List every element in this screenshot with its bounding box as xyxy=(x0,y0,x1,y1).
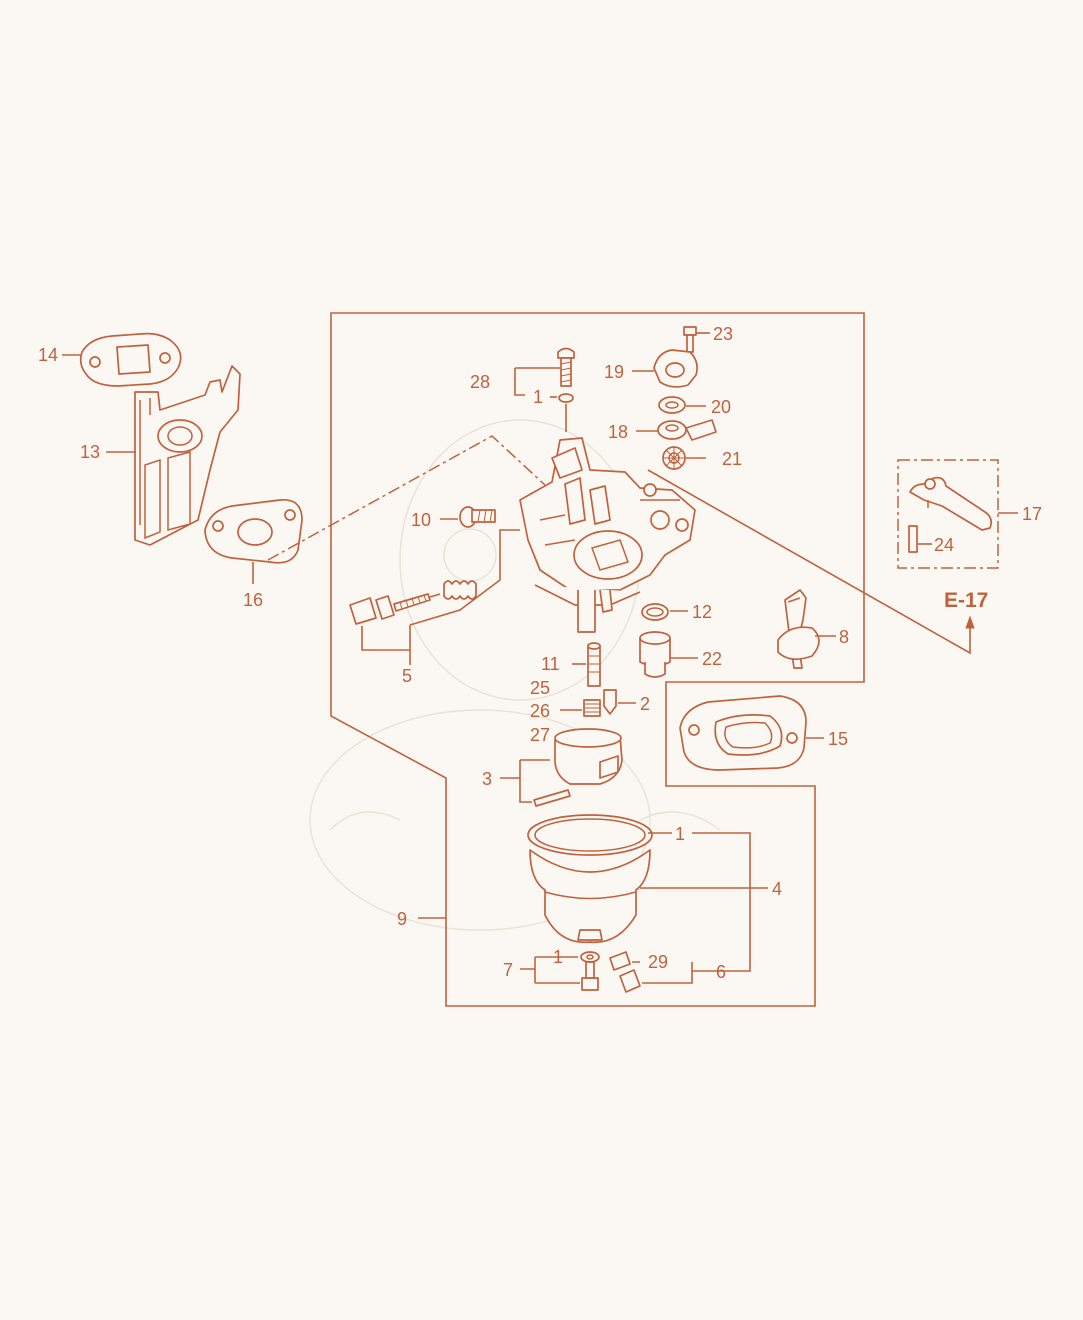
leader-5 xyxy=(361,529,520,665)
part-22-plug[interactable] xyxy=(639,631,671,678)
part-2-float-needle[interactable] xyxy=(603,689,617,715)
part-24-pin[interactable] xyxy=(908,525,918,553)
part-1-bowl-gasket[interactable] xyxy=(527,814,653,856)
part-1-washer-top[interactable] xyxy=(558,393,574,403)
part-7-drain-screw[interactable] xyxy=(581,961,599,991)
part-11-jet-holder[interactable] xyxy=(587,642,601,687)
leader-29 xyxy=(632,961,712,984)
part-3-float[interactable] xyxy=(533,728,623,807)
part-19-cover[interactable] xyxy=(653,349,698,388)
leader-e17 xyxy=(647,469,971,655)
part-23-screw[interactable] xyxy=(683,326,697,353)
part-17-choke-lever[interactable] xyxy=(909,476,993,531)
part-13-insulator[interactable] xyxy=(134,365,241,546)
part-4-float-bowl[interactable] xyxy=(529,849,651,944)
label-4: 4 xyxy=(772,879,782,899)
label-1c: 1 xyxy=(553,947,563,967)
part-28-screw[interactable] xyxy=(557,347,575,387)
part-26-jet[interactable] xyxy=(583,699,601,717)
part-20-seal[interactable] xyxy=(658,396,686,414)
choke-box xyxy=(897,459,999,569)
label-1a: 1 xyxy=(533,387,543,407)
carburetor-body[interactable] xyxy=(519,437,696,633)
label-7: 7 xyxy=(503,960,513,980)
label-11: 11 xyxy=(541,654,560,674)
part-12-o-ring[interactable] xyxy=(641,603,669,621)
part-16-gasket[interactable] xyxy=(204,499,303,564)
leader-3 xyxy=(500,759,550,803)
label-10: 10 xyxy=(411,510,431,530)
part-10-screw[interactable] xyxy=(459,506,496,528)
part-18-lever[interactable] xyxy=(657,419,717,441)
label-24: 24 xyxy=(934,535,954,555)
label-16: 16 xyxy=(243,590,263,610)
label-6: 6 xyxy=(716,962,726,982)
part-8-choke-shaft[interactable] xyxy=(777,589,820,669)
label-28: 28 xyxy=(470,372,490,392)
label-1b: 1 xyxy=(675,824,685,844)
part-labels: 14 13 16 28 1 10 5 23 19 20 18 21 12 22 … xyxy=(38,324,1042,982)
assembly-frame xyxy=(330,312,865,1007)
label-19: 19 xyxy=(604,362,624,382)
label-25: 25 xyxy=(530,678,550,698)
label-27: 27 xyxy=(530,725,550,745)
part-15-gasket[interactable] xyxy=(679,695,807,771)
label-20: 20 xyxy=(711,397,731,417)
reference-e17[interactable]: E-17 xyxy=(944,589,988,612)
leader-7 xyxy=(520,956,580,984)
label-17: 17 xyxy=(1022,504,1042,524)
label-9: 9 xyxy=(397,909,407,929)
label-18: 18 xyxy=(608,422,628,442)
leader-6 xyxy=(692,832,751,972)
label-12: 12 xyxy=(692,602,712,622)
label-26: 26 xyxy=(530,701,550,721)
label-22: 22 xyxy=(702,649,722,669)
label-15: 15 xyxy=(828,729,848,749)
label-13: 13 xyxy=(80,442,100,462)
part-14-gasket[interactable] xyxy=(79,332,182,387)
label-8: 8 xyxy=(839,627,849,647)
label-5: 5 xyxy=(402,666,412,686)
part-1-washer-bottom[interactable] xyxy=(580,951,600,963)
part-29-screw[interactable] xyxy=(609,951,641,993)
alignment-line-left xyxy=(267,435,546,561)
label-2: 2 xyxy=(640,694,650,714)
label-23: 23 xyxy=(713,324,733,344)
leader-28 xyxy=(514,367,560,396)
part-5-pilot-screw[interactable] xyxy=(349,580,477,625)
label-29: 29 xyxy=(648,952,668,972)
label-3: 3 xyxy=(482,769,492,789)
label-14: 14 xyxy=(38,345,58,365)
label-21: 21 xyxy=(722,449,742,469)
part-21-gear[interactable] xyxy=(662,446,686,470)
